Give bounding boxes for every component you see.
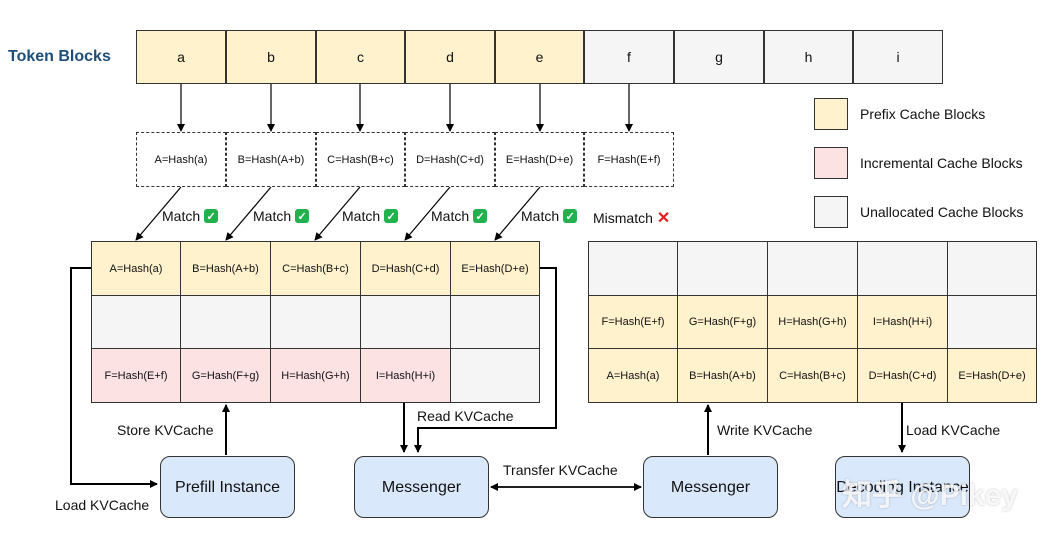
token-block-i: i — [853, 30, 943, 84]
decode-cell-r3c5: E=Hash(D+e) — [947, 348, 1037, 403]
decode-cell-r3c4: D=Hash(C+d) — [857, 348, 948, 403]
decode-cell-r3c2: B=Hash(A+b) — [677, 348, 768, 403]
match-label-e: Match✓ — [521, 208, 578, 224]
load-kvcache-right-label: Load KVCache — [906, 422, 1001, 438]
legend-swatch-prefix — [814, 98, 848, 130]
legend-label-incremental: Incremental Cache Blocks — [860, 155, 1023, 171]
token-block-c: c — [316, 30, 405, 84]
match-text: Match — [162, 208, 201, 224]
mismatch-text: Mismatch — [593, 210, 653, 226]
decode-cell-r3c3: C=Hash(B+c) — [767, 348, 858, 403]
decode-cell-r1c3 — [767, 241, 858, 296]
token-block-g: g — [674, 30, 764, 84]
decode-cell-r1c4 — [857, 241, 948, 296]
store-kvcache-label: Store KVCache — [117, 422, 214, 438]
legend-label-prefix: Prefix Cache Blocks — [860, 106, 986, 122]
hash-c: C=Hash(B+c) — [316, 132, 405, 187]
token-block-d: d — [405, 30, 495, 84]
load-kvcache-left-label: Load KVCache — [55, 497, 150, 513]
legend-swatch-incremental — [814, 147, 848, 179]
decode-cell-r2c4: I=Hash(H+i) — [857, 295, 948, 349]
token-block-a: a — [136, 30, 226, 84]
hash-d: D=Hash(C+d) — [405, 132, 495, 187]
decode-cell-r2c5 — [947, 295, 1037, 349]
decode-cache-grid: F=Hash(E+f) G=Hash(F+g) H=Hash(G+h) I=Ha… — [588, 241, 1037, 403]
prefill-cell-r1c3: C=Hash(B+c) — [270, 241, 361, 296]
decode-cell-r1c1 — [588, 241, 678, 296]
hash-b: B=Hash(A+b) — [226, 132, 316, 187]
prefill-cell-r2c4 — [360, 295, 451, 349]
match-text: Match — [431, 208, 470, 224]
token-blocks-label: Token Blocks — [8, 48, 111, 65]
messenger-left-node: Messenger — [354, 456, 489, 518]
decode-cell-r1c2 — [677, 241, 768, 296]
prefill-cell-r3c2: G=Hash(F+g) — [180, 348, 271, 403]
match-text: Match — [521, 208, 560, 224]
hash-a: A=Hash(a) — [136, 132, 226, 187]
write-kvcache-label: Write KVCache — [717, 422, 813, 438]
match-label-c: Match✓ — [342, 208, 399, 224]
prefill-cache-grid: A=Hash(a) B=Hash(A+b) C=Hash(B+c) D=Hash… — [91, 241, 540, 403]
match-label-b: Match✓ — [253, 208, 310, 224]
prefill-cell-r2c5 — [450, 295, 540, 349]
check-icon: ✓ — [563, 209, 578, 223]
decode-cell-r2c2: G=Hash(F+g) — [677, 295, 768, 349]
hash-f: F=Hash(E+f) — [584, 132, 674, 187]
token-block-b: b — [226, 30, 316, 84]
transfer-kvcache-label: Transfer KVCache — [503, 462, 618, 478]
token-block-f: f — [584, 30, 674, 84]
match-text: Match — [253, 208, 292, 224]
match-label-a: Match✓ — [162, 208, 219, 224]
legend-label-unallocated: Unallocated Cache Blocks — [860, 204, 1024, 220]
mismatch-label-f: Mismatch✕ — [593, 208, 670, 228]
prefill-cell-r3c5 — [450, 348, 540, 403]
token-block-h: h — [764, 30, 853, 84]
prefill-cell-r3c4: I=Hash(H+i) — [360, 348, 451, 403]
check-icon: ✓ — [204, 209, 219, 223]
cross-icon: ✕ — [656, 210, 671, 227]
messenger-right-node: Messenger — [643, 456, 778, 518]
legend-swatch-unallocated — [814, 196, 848, 228]
match-label-d: Match✓ — [431, 208, 488, 224]
decoding-instance-node: Decoding Instance — [835, 456, 970, 518]
token-block-e: e — [495, 30, 584, 84]
read-kvcache-label: Read KVCache — [417, 408, 514, 424]
prefill-cell-r3c1: F=Hash(E+f) — [91, 348, 181, 403]
check-icon: ✓ — [295, 209, 310, 223]
check-icon: ✓ — [384, 209, 399, 223]
prefill-instance-node: Prefill Instance — [160, 456, 295, 518]
decode-cell-r2c3: H=Hash(G+h) — [767, 295, 858, 349]
hash-e: E=Hash(D+e) — [495, 132, 584, 187]
check-icon: ✓ — [473, 209, 488, 223]
match-text: Match — [342, 208, 381, 224]
decode-cell-r3c1: A=Hash(a) — [588, 348, 678, 403]
watermark: 知乎 @Pikey — [842, 479, 1018, 512]
